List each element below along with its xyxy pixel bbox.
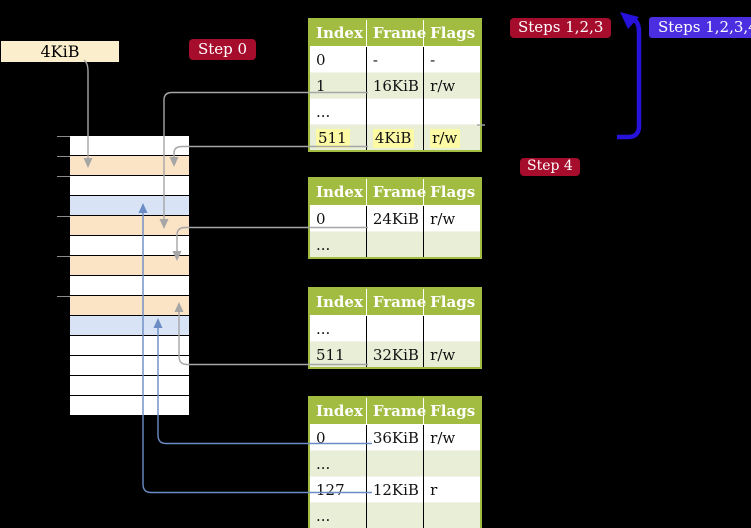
- table-cell: [423, 231, 481, 258]
- table-cell: ...: [309, 315, 367, 342]
- column-header: Index: [309, 19, 367, 47]
- step-0-badge: Step 0: [189, 39, 257, 60]
- table-cell: [365, 315, 424, 342]
- memory-row-plain: [70, 356, 189, 376]
- column-header: Index: [309, 397, 367, 425]
- memory-row-frame: [70, 156, 189, 176]
- table-cell: ...: [309, 450, 367, 477]
- table-cell: [365, 450, 424, 477]
- column-header: Flags: [423, 288, 481, 316]
- column-header: Index: [309, 288, 367, 316]
- table-cell: 511: [309, 124, 367, 151]
- table-cell: [423, 315, 481, 342]
- table-cell: 36KiB: [365, 424, 424, 451]
- table-cell: ...: [309, 231, 367, 258]
- table-cell: r/w: [423, 341, 481, 368]
- table-cell: r: [423, 476, 481, 503]
- table-cell: [423, 502, 481, 528]
- memory-row-plain: [70, 176, 189, 196]
- table-row: 0--: [309, 46, 481, 73]
- table-cell: 0: [309, 424, 367, 451]
- memory-row-frame: [70, 256, 189, 276]
- column-header: Frame: [365, 397, 426, 425]
- column-header: Frame: [365, 288, 426, 316]
- table-cell: -: [423, 46, 481, 73]
- table-cell: 24KiB: [365, 205, 424, 232]
- table-cell: [365, 231, 424, 258]
- table-cell: r/w: [423, 205, 481, 232]
- table-row: ...: [309, 450, 481, 477]
- table-cell: 12KiB: [365, 476, 424, 503]
- column-header: Flags: [423, 178, 481, 206]
- memory-address-ticks: [57, 136, 70, 297]
- step-4-badge: Step 4: [520, 158, 580, 176]
- table-cell: -: [365, 46, 424, 73]
- memory-row-mapped: [70, 316, 189, 336]
- column-header: Flags: [423, 397, 481, 425]
- frame-size-label: 4KiB: [1, 41, 119, 62]
- table-cell: [423, 450, 481, 477]
- highlighted-value: 4KiB: [372, 128, 415, 148]
- column-header: Frame: [365, 19, 426, 47]
- table-row: ...: [309, 231, 481, 258]
- steps-123-badge: Steps 1,2,3: [510, 18, 612, 38]
- table-cell: r/w: [423, 424, 481, 451]
- table-cell: 32KiB: [365, 341, 424, 368]
- column-header: Flags: [423, 19, 481, 47]
- table-row: 511 4KiB r/w: [309, 124, 481, 151]
- column-header: Index: [309, 178, 367, 206]
- loop-arrow-shaft: [617, 16, 642, 140]
- memory-row-plain: [70, 136, 189, 156]
- table-cell: 127: [309, 476, 367, 503]
- column-header: Frame: [365, 178, 426, 206]
- table-cell: 0: [309, 46, 367, 73]
- loop-arrowhead-icon: [620, 12, 639, 29]
- recursion-loop-arrow: [617, 12, 642, 140]
- table-cell: 16KiB: [365, 72, 424, 99]
- memory-row-plain: [70, 376, 189, 396]
- table-cell: ...: [309, 502, 367, 528]
- table-cell: 4KiB: [365, 124, 424, 151]
- memory-row-frame: [70, 216, 189, 236]
- memory-row-mapped: [70, 196, 189, 216]
- physical-memory-column: [70, 136, 189, 416]
- memory-row-plain: [70, 396, 189, 416]
- memory-row-plain: [70, 236, 189, 256]
- table-cell: 511: [309, 341, 367, 368]
- table-cell: r/w: [423, 72, 481, 99]
- table-cell: [365, 502, 424, 528]
- memory-row-plain: [70, 336, 189, 356]
- memory-row-plain: [70, 276, 189, 296]
- steps-1234-badge: Steps 1,2,3,4: [649, 17, 751, 38]
- highlighted-value: 511: [316, 128, 350, 148]
- table-cell: ...: [309, 98, 367, 125]
- table-cell: r/w: [423, 124, 481, 151]
- table-row: ...: [309, 315, 481, 342]
- table-cell: 0: [309, 205, 367, 232]
- highlighted-value: r/w: [430, 128, 461, 148]
- table-cell: [423, 98, 481, 125]
- memory-row-frame: [70, 296, 189, 316]
- table-row: ...: [309, 502, 481, 528]
- table-cell: 1: [309, 72, 367, 99]
- table-row: ...: [309, 98, 481, 125]
- table-cell: [365, 98, 424, 125]
